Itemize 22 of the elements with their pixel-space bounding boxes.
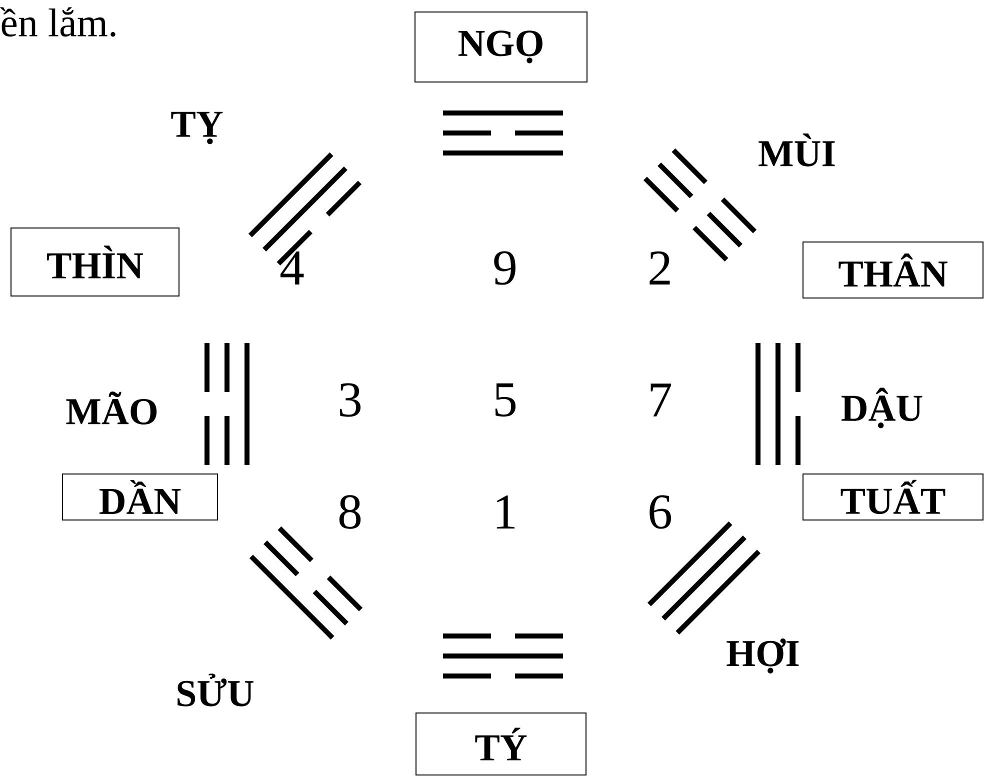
branch-label: MÃO — [66, 392, 157, 424]
branch-label: TỴ — [171, 112, 223, 144]
label-box: DẦN — [62, 474, 218, 520]
text-fragment: ền lắm. — [0, 7, 116, 37]
number-label: 7 — [650, 384, 672, 416]
label-box: TUẤT — [802, 474, 984, 520]
branch-label: HỢI — [726, 638, 799, 674]
label-box: NGỌ — [414, 12, 588, 82]
branch-label: SỬU — [178, 674, 254, 706]
branch-label: MÙI — [758, 134, 835, 166]
number-label: 8 — [339, 495, 361, 529]
label-box: TÝ — [416, 712, 586, 776]
number-label: 6 — [650, 495, 672, 529]
number-label: 9 — [494, 251, 516, 285]
label-box: THÂN — [802, 242, 984, 298]
label-box: THÌN — [10, 228, 180, 296]
number-label: 4 — [280, 252, 304, 284]
number-label: 3 — [340, 383, 361, 417]
number-label: 5 — [495, 383, 516, 417]
number-label: 2 — [650, 251, 670, 285]
number-label: 1 — [496, 495, 514, 528]
branch-label: DẬU — [842, 388, 922, 428]
